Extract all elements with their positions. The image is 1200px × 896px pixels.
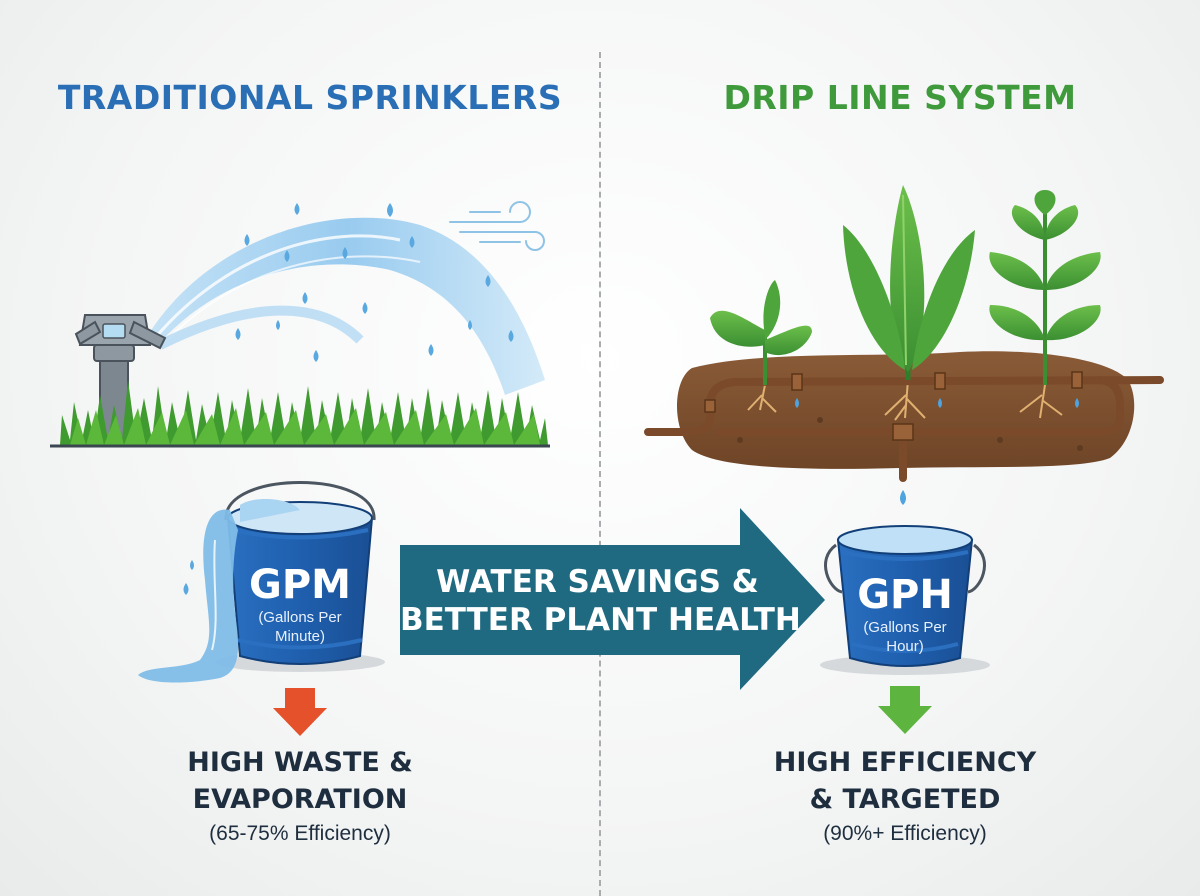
small-plant-left-icon — [710, 280, 812, 385]
drip-droplets-icon — [795, 398, 1079, 505]
gpm-bucket-subtitle-line1: (Gallons Per — [258, 609, 342, 626]
tall-plant-center-icon — [843, 185, 975, 380]
center-arrow-line1: WATER SAVINGS & — [436, 564, 759, 600]
efficiency-arrow-icon — [878, 686, 932, 734]
wind-icon — [449, 201, 545, 251]
plant-roots — [747, 379, 1063, 421]
right-panel-heading: DRIP LINE SYSTEM — [723, 78, 1077, 117]
center-arrow-shape — [400, 508, 825, 690]
grass-patch — [50, 380, 550, 448]
gph-bucket-subtitle-line1: (Gallons Per — [863, 619, 947, 636]
overflow-water — [138, 498, 300, 683]
gph-bucket-subtitle-line2: Hour) — [886, 638, 924, 655]
gph-bucket-title: GPH — [857, 572, 953, 618]
gpm-bucket-title: GPM — [249, 562, 351, 608]
leafy-plant-right-icon — [989, 190, 1101, 385]
left-result-line2: EVAPORATION — [192, 784, 408, 815]
center-arrow-line2: BETTER PLANT HEALTH — [400, 602, 801, 638]
gpm-bucket-subtitle-line2: Minute) — [274, 628, 326, 645]
drip-pipe-joints — [704, 371, 1083, 441]
panel-divider — [599, 52, 601, 896]
right-result-detail: (90%+ Efficiency) — [823, 822, 987, 845]
drip-pipe — [644, 376, 1164, 482]
water-droplets-icon — [235, 203, 514, 362]
left-result-detail: (65-75% Efficiency) — [209, 822, 391, 845]
right-result-line1: HIGH EFFICIENCY — [773, 747, 1037, 778]
water-spray — [150, 217, 545, 395]
waste-arrow-icon — [273, 688, 327, 736]
left-result-line1: HIGH WASTE & — [187, 747, 413, 778]
left-panel-heading: TRADITIONAL SPRINKLERS — [57, 78, 563, 117]
right-result-line2: & TARGETED — [809, 784, 1001, 815]
gph-bucket-icon — [820, 525, 990, 675]
